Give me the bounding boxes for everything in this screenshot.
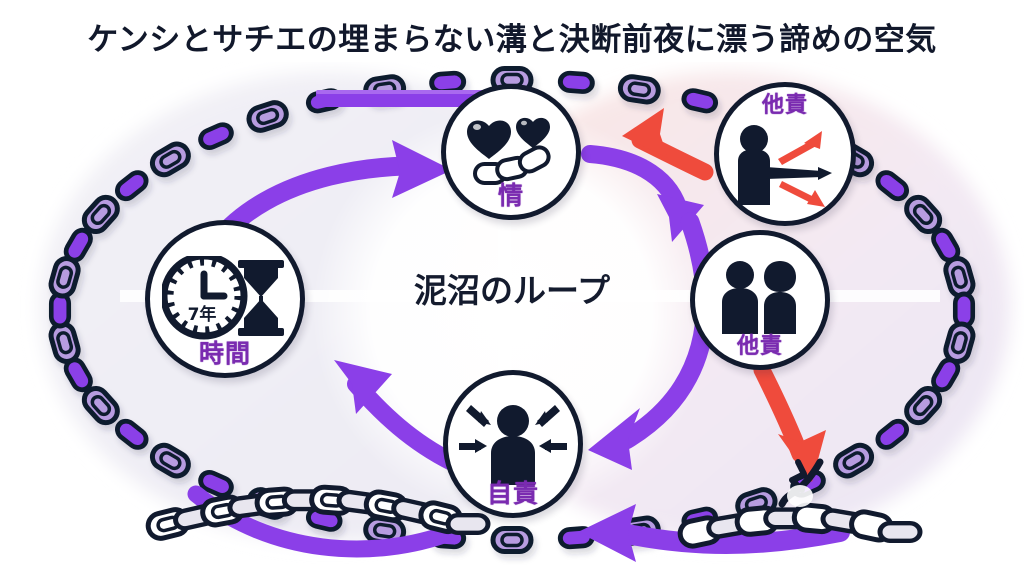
red-arrow-down-icon: [779, 181, 825, 207]
person-pointing-icon: [738, 125, 832, 205]
node-jikan[interactable]: 7年 時間: [145, 220, 305, 378]
clock-badge: 7年: [188, 304, 217, 325]
couple-icon: [722, 261, 796, 334]
node-jikan-label: 時間: [198, 339, 251, 368]
red-arrow-up-icon: [778, 131, 822, 165]
purple-bar: [316, 90, 506, 107]
node-jiseki[interactable]: 自責: [443, 370, 583, 518]
node-tazeki-couple[interactable]: 他責: [690, 230, 830, 370]
node-jiseki-label: 自責: [486, 479, 539, 508]
page-title: ケンシとサチエの埋まらない溝と決断前夜に漂う諦めの空気: [87, 22, 937, 58]
heart-icon: [467, 120, 511, 159]
arrow-tazeki-to-jiseki: [588, 212, 715, 470]
node-tazeki-couple-label: 他責: [736, 334, 783, 359]
node-jou[interactable]: 情: [441, 84, 581, 220]
arrow-jiseki-to-jikan: [334, 360, 461, 471]
chain-link-icon: [473, 145, 551, 185]
person-icon: [491, 405, 535, 485]
chain-ring-icon: [48, 66, 976, 554]
inward-arrow-icon: [459, 405, 567, 453]
node-tazeki-point-icons: [719, 123, 851, 207]
purple-bar-highlight: [316, 90, 506, 94]
hourglass-icon: [238, 260, 284, 336]
node-jikan-icons: 7年: [150, 252, 300, 344]
center-label: 泥沼のループ: [413, 271, 611, 310]
silver-chain-icon: [145, 484, 923, 549]
arrow-jou-to-tazeki: [581, 145, 704, 242]
node-tazeki-point-label: 他責: [761, 93, 808, 118]
node-tazeki-point[interactable]: 他責: [714, 82, 856, 226]
broken-chain-icon: [778, 458, 824, 508]
heart-icon: [516, 117, 550, 148]
node-jou-icons: [446, 113, 576, 191]
node-tazeki-couple-icons: [695, 257, 825, 338]
arrow-chain-to-jiseki: [578, 504, 850, 562]
red-arrow-up-icon: [622, 108, 714, 181]
node-jiseki-icons: [448, 399, 578, 485]
node-jou-label: 情: [497, 181, 524, 210]
diagram-canvas: 情: [0, 62, 1024, 572]
clock-icon: [162, 256, 248, 340]
